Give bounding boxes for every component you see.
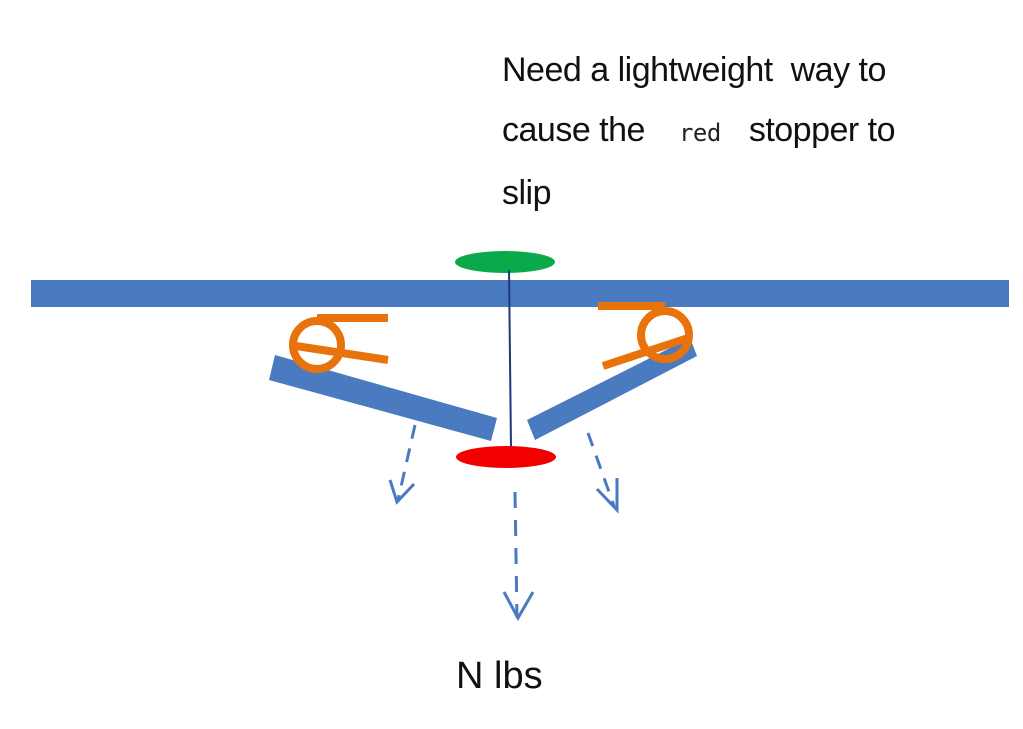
left-hinge xyxy=(289,314,389,373)
left-force-arrow xyxy=(388,424,417,505)
cable xyxy=(508,269,512,449)
caption-line-2-after: stopper to xyxy=(748,111,896,149)
right-hinge xyxy=(598,302,693,370)
caption-line-2-before: cause the xyxy=(502,111,645,149)
left-arm xyxy=(269,355,497,441)
green-stopper xyxy=(455,251,555,273)
load-label: N lbs xyxy=(456,655,543,697)
red-stopper xyxy=(456,446,556,468)
caption-line-2: cause the red stopper to xyxy=(502,100,896,163)
caption-highlight-word: red xyxy=(678,119,721,147)
caption-line-1: Need a lightweight way to xyxy=(502,51,886,89)
caption-line-3: slip xyxy=(502,174,552,212)
center-load-arrow xyxy=(502,491,535,622)
right-force-arrow xyxy=(586,432,619,514)
right-arm xyxy=(527,338,697,440)
top-beam xyxy=(31,280,1009,307)
